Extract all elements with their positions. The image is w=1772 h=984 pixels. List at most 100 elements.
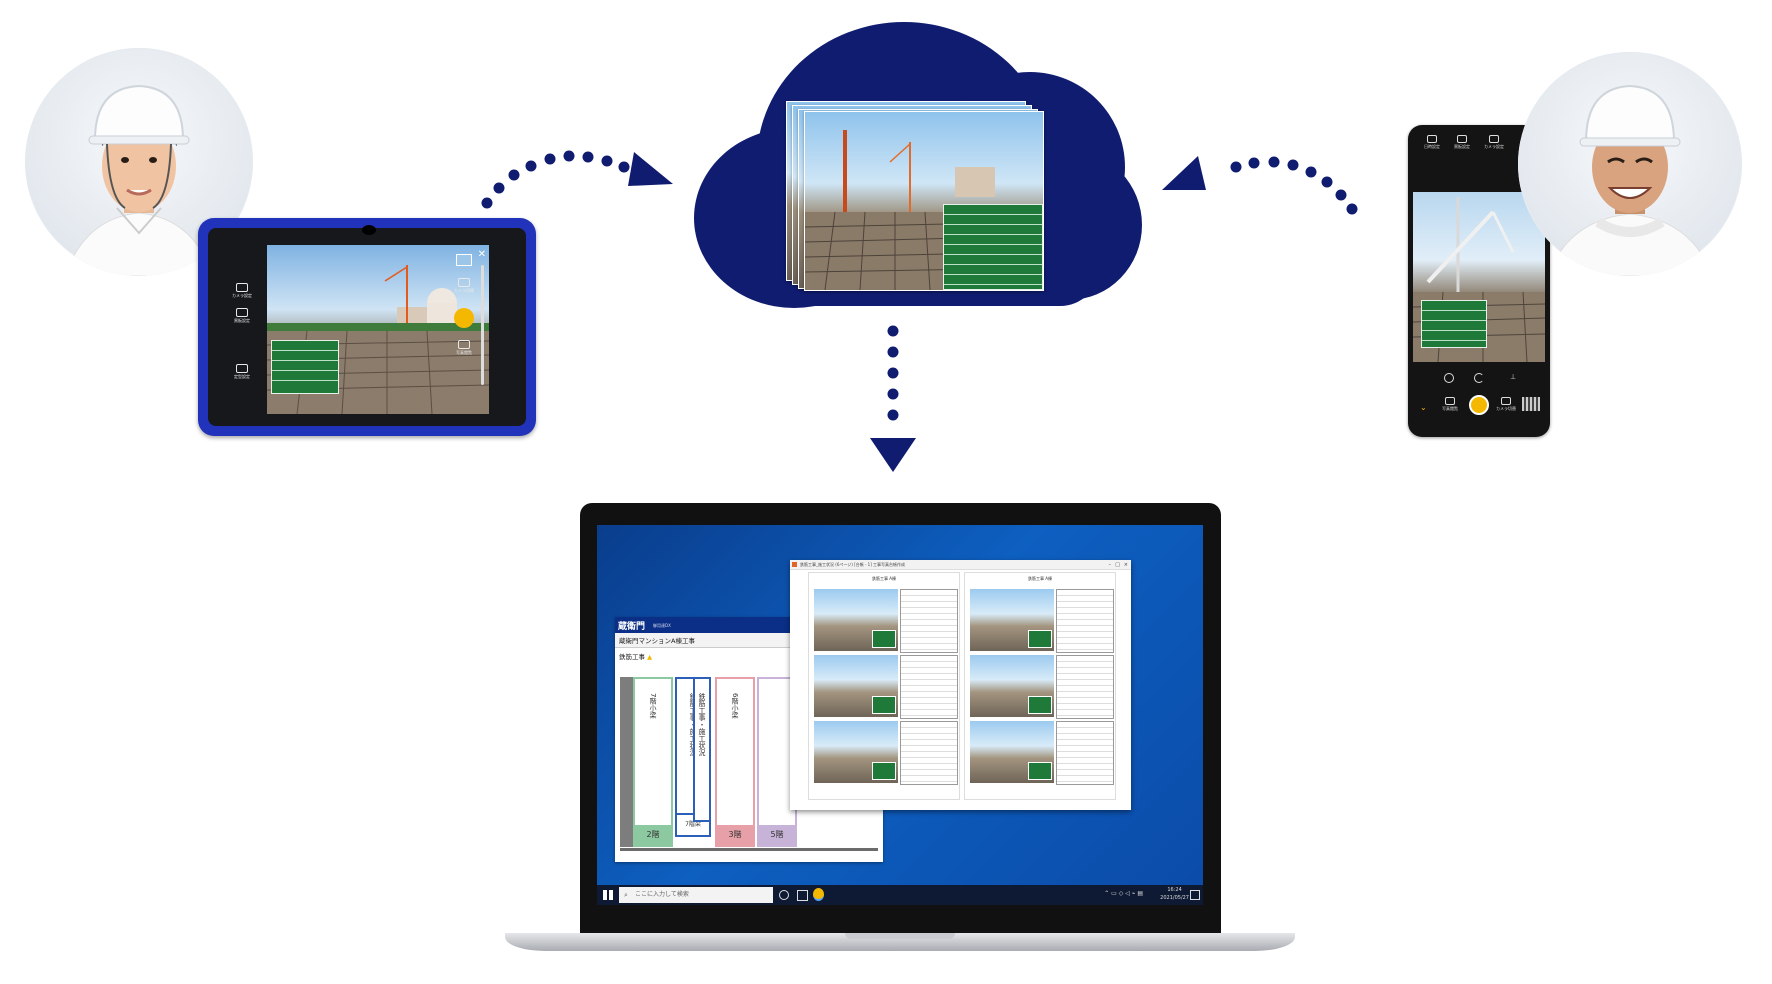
worker-avatar-right: [1518, 52, 1742, 276]
maximize-icon[interactable]: □: [1115, 562, 1120, 568]
phone-camera-settings-button[interactable]: カメラ設定: [1480, 135, 1508, 150]
last-photo-thumbnail[interactable]: [456, 254, 472, 266]
zoom-slider[interactable]: [481, 265, 484, 385]
minimize-icon[interactable]: –: [1108, 562, 1112, 568]
search-placeholder: ここに入力して検索: [635, 891, 689, 898]
tablet-camera-icon: [362, 225, 376, 235]
photo-board: [872, 630, 896, 648]
shelf-side: [620, 677, 634, 847]
laptop-notch: [845, 933, 955, 939]
ledger-photo[interactable]: [970, 721, 1054, 783]
chevron-down-icon[interactable]: ⌄: [1420, 403, 1427, 412]
kurae-taskbar-icon[interactable]: [813, 888, 824, 901]
level-icon[interactable]: ⊥: [1510, 373, 1517, 381]
worker-avatar-left: [25, 48, 253, 276]
page-heading: 鉄筋工事 A棟: [1027, 576, 1052, 581]
phone-board-settings-button[interactable]: 黒板設定: [1448, 135, 1476, 150]
ledger-photo[interactable]: [814, 655, 898, 717]
tablet-camera-preview: ✕: [267, 245, 489, 414]
template-settings-icon: [236, 364, 248, 373]
night-mode-icon[interactable]: [1474, 373, 1484, 383]
clock-time: 16:24: [1167, 887, 1182, 893]
button-label: カメラ設定: [232, 293, 252, 298]
task-view-icon[interactable]: [779, 890, 789, 900]
work-type-label: 鉄筋工事: [619, 653, 645, 661]
ledger-info-table: [1056, 655, 1114, 719]
worker-left-illustration: [64, 84, 214, 276]
tablet-gallery-button[interactable]: 写真閲覧: [452, 340, 476, 356]
app-logo: 蔵衛門: [618, 622, 646, 632]
tablet-camera-settings-button[interactable]: カメラ設定: [230, 283, 254, 299]
ledger-info-table: [1056, 589, 1114, 653]
folder-title: 7階小梁: [649, 693, 657, 719]
folder[interactable]: 6階小梁 3階: [715, 677, 755, 847]
page-heading: 鉄筋工事 A棟: [871, 576, 896, 581]
thumbnail-strip[interactable]: [1522, 397, 1540, 411]
ledger-photo[interactable]: [970, 655, 1054, 717]
button-label: カメラ切替: [454, 288, 474, 293]
taskbar-search-input[interactable]: ⌕ ここに入力して検索: [619, 887, 773, 903]
photo-board: [271, 340, 339, 394]
phone-datetime-button[interactable]: 日時設定: [1418, 135, 1446, 150]
notification-icon[interactable]: [1190, 890, 1200, 900]
button-label: 写真閲覧: [1442, 406, 1458, 411]
button-label: 日時設定: [1424, 144, 1440, 149]
ledger-photo[interactable]: [814, 589, 898, 651]
clock-date: 2021/05/27: [1160, 895, 1189, 901]
photo-ledger-window: 鉄筋工事_施工状況 (6ページ) [台帳 - 1] 工事写真台帳作成 – □ ×…: [790, 560, 1131, 810]
board-settings-icon: [1457, 135, 1467, 143]
ledger-photo[interactable]: [970, 589, 1054, 651]
datetime-icon: [1427, 135, 1437, 143]
button-label: 黒板設定: [1454, 144, 1470, 149]
folder-footer: 3階: [717, 825, 753, 845]
windows-taskbar: ⌕ ここに入力して検索 ⌃ ▭ ◇ ◁ ⌁ ▤ 16:24 2021/05/27: [597, 885, 1203, 905]
phone-camera-switch-button[interactable]: カメラ切替: [1492, 397, 1520, 412]
document-title: 鉄筋工事_施工状況 (6ページ) [台帳 - 1] 工事写真台帳作成: [800, 562, 906, 567]
work-type[interactable]: 鉄筋工事 ▲: [615, 648, 883, 664]
document-title-bar: 鉄筋工事_施工状況 (6ページ) [台帳 - 1] 工事写真台帳作成 – □ ×: [790, 560, 1131, 570]
shelf-bottom: [620, 848, 878, 851]
board-settings-icon: [236, 308, 248, 317]
button-label: カメラ設定: [1484, 144, 1504, 149]
arrow-head-left: [628, 152, 673, 186]
tablet-shutter-button[interactable]: [454, 308, 474, 328]
ledger-page-right: 鉄筋工事 A棟: [964, 572, 1116, 800]
gallery-icon: [1445, 397, 1455, 405]
folder-footer: 2階: [635, 825, 671, 845]
tablet-bezel: カメラ設定 黒板設定 定型設定 ✕: [208, 225, 526, 426]
ledger-info-table: [900, 655, 958, 719]
button-label: 黒板設定: [234, 318, 250, 323]
taskbar-clock[interactable]: 16:24 2021/05/27: [1160, 886, 1189, 902]
folder[interactable]: 7階小梁 2階: [633, 677, 673, 847]
photo-board: [1421, 300, 1487, 348]
tablet-board-settings-button[interactable]: 黒板設定: [230, 308, 254, 324]
timer-icon[interactable]: [1444, 373, 1454, 383]
ledger-info-table: [900, 721, 958, 785]
windows-start-icon[interactable]: [603, 890, 613, 900]
arrow-head-right: [1162, 156, 1206, 190]
ledger-photo[interactable]: [814, 721, 898, 783]
close-icon[interactable]: ×: [1123, 562, 1128, 568]
button-label: 写真閲覧: [456, 350, 472, 355]
phone-shutter-button[interactable]: [1469, 395, 1489, 415]
camera-switch-icon: [1501, 397, 1511, 405]
gallery-icon: [458, 340, 470, 349]
folder-title: 鉄筋工事・施工状況: [698, 693, 706, 756]
app-icon: [792, 562, 797, 567]
close-icon[interactable]: ✕: [477, 249, 486, 260]
ledger-page-left: 鉄筋工事 A棟: [808, 572, 960, 800]
tablet-camera-switch-button[interactable]: カメラ切替: [452, 278, 476, 294]
multitask-icon[interactable]: [797, 890, 808, 901]
ledger-info-table: [1056, 721, 1114, 785]
worker-right-illustration: [1547, 84, 1713, 276]
photo-board: [1028, 696, 1052, 714]
button-label: 定型設定: [234, 374, 250, 379]
tablet-template-settings-button[interactable]: 定型設定: [230, 364, 254, 380]
tray-icons[interactable]: ⌃ ▭ ◇ ◁ ⌁ ▤: [1104, 890, 1143, 897]
folder-title: 6階小梁: [731, 693, 739, 719]
search-icon: ⌕: [624, 891, 628, 899]
windows-desktop: 蔵衛門 御用達DX 蔵衛門マンションA棟工事 鉄筋工事 ▲ 7階小梁 2階 鉄筋…: [597, 525, 1203, 905]
phone-gallery-button[interactable]: 写真閲覧: [1436, 397, 1464, 412]
folder[interactable]: 鉄筋工事・施工状況: [693, 677, 711, 822]
